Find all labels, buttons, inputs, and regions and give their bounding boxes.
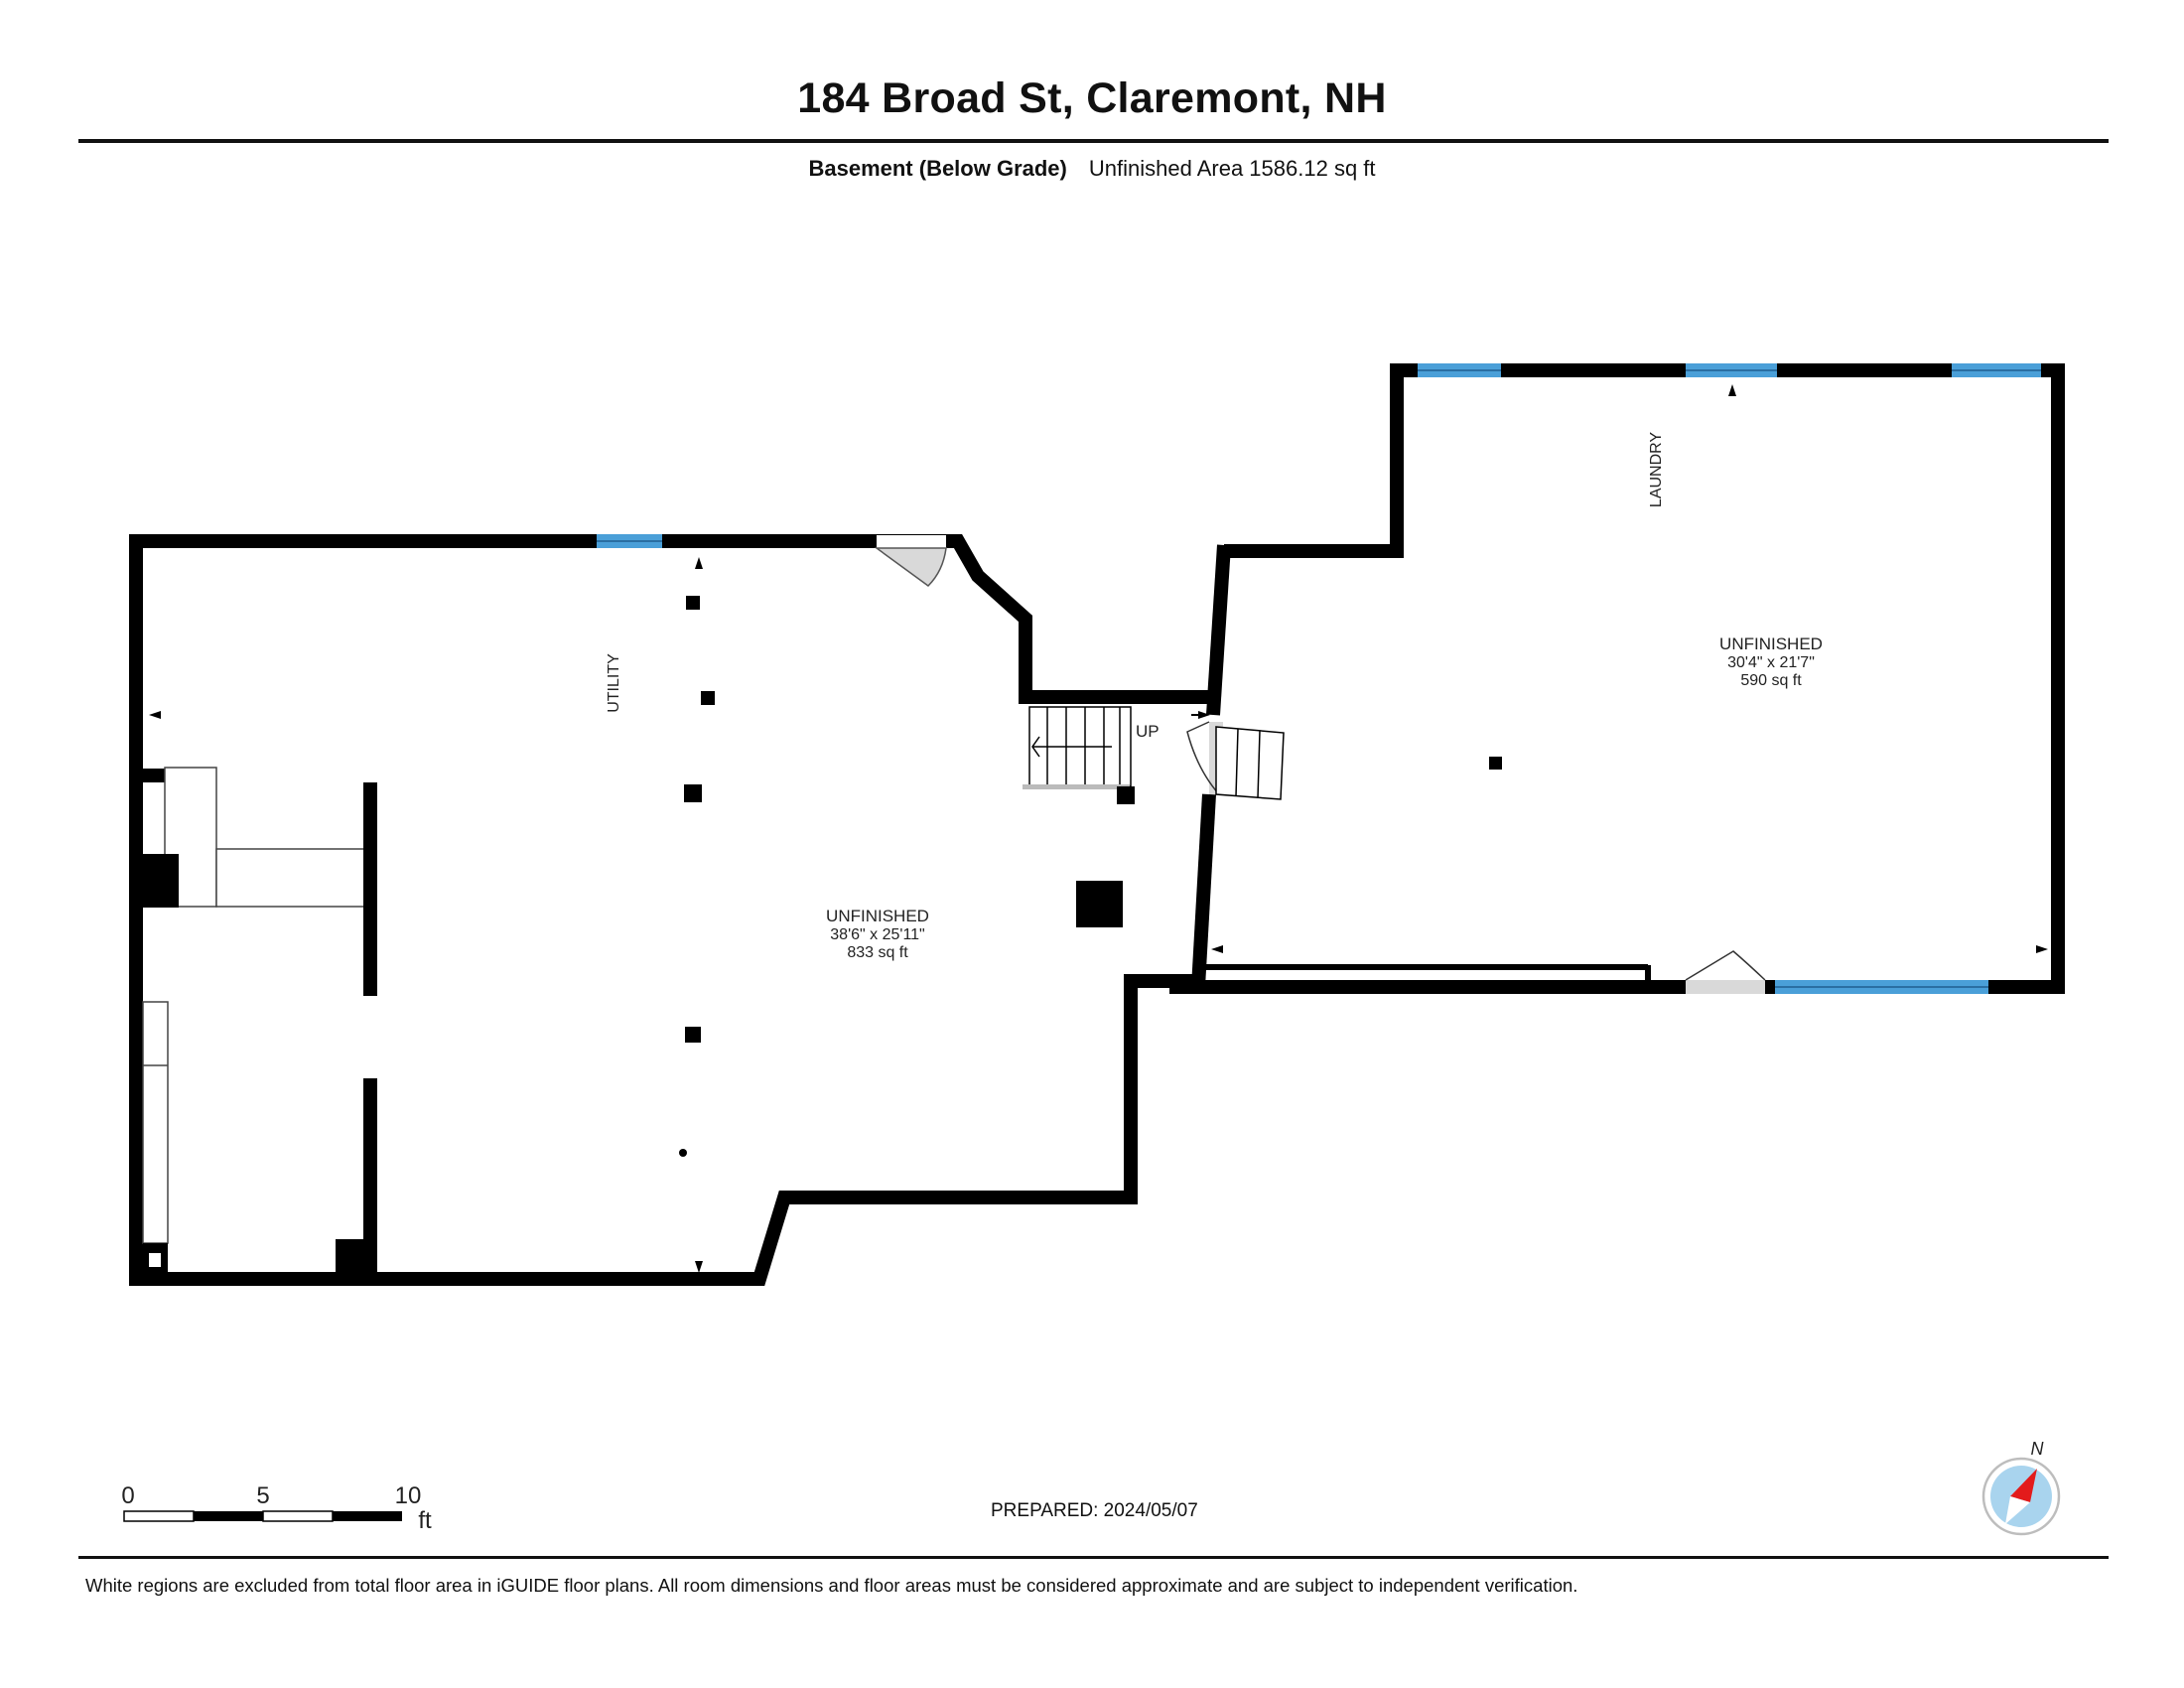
scale-label-10: 10 [395,1482,422,1509]
door-bottom-right [1685,950,1766,994]
window [1686,363,1777,377]
door-top-left [874,535,947,587]
compass-icon: N [1981,1439,2061,1536]
room-dimensions: 30'4" x 21'7" [1727,654,1815,671]
marker-arrow [695,557,703,569]
columns [679,596,1502,1157]
footer-divider [78,1556,2109,1559]
stairs [1023,706,1285,800]
floor-summary: Basement (Below Grade) Unfinished Area 15… [0,156,2184,182]
room-dimensions: 38'6" x 25'11" [830,926,924,943]
marker-arrow [2036,945,2048,953]
floor-name: Basement (Below Grade) [808,156,1067,181]
compass-north-label: N [2031,1439,2045,1459]
left-room-label: UNFINISHED 38'6" x 25'11" 833 sq ft [826,907,929,961]
disclaimer: White regions are excluded from total fl… [85,1575,1578,1596]
window [1775,980,1988,994]
marker-arrow [1211,945,1223,953]
windows [597,363,2041,994]
scale-bar: 0 5 10 ft [121,1482,432,1534]
room-name: UNFINISHED [826,907,929,925]
scale-label-5: 5 [256,1482,269,1509]
marker-arrow [695,1261,703,1273]
right-room-walls [1169,363,2065,994]
scale-unit: ft [418,1507,432,1534]
room-label-laundry: LAUNDRY [1648,432,1665,508]
room-name: UNFINISHED [1719,634,1823,653]
utility-fixtures [142,767,377,1282]
area-summary: Unfinished Area 1586.12 sq ft [1088,156,1376,181]
marker-arrow [1728,384,1736,396]
page-title: 184 Broad St, Claremont, NH [797,74,1387,122]
view-markers [149,384,2048,1273]
corridor-lines [1203,964,1651,987]
room-area: 590 sq ft [1740,672,1802,689]
stairs-label: UP [1136,722,1160,741]
right-room-label: UNFINISHED 30'4" x 21'7" 590 sq ft [1719,634,1823,689]
scale-label-0: 0 [121,1482,134,1509]
window [1952,363,2041,377]
room-area: 833 sq ft [847,944,908,961]
window [597,534,662,548]
marker-arrow [1198,711,1210,719]
window [1418,363,1501,377]
marker-arrow [149,711,161,719]
prepared-date: PREPARED: 2024/05/07 [991,1500,1198,1521]
title-divider [78,139,2109,143]
room-label-utility: UTILITY [606,653,622,713]
left-room-walls [129,534,1213,1286]
